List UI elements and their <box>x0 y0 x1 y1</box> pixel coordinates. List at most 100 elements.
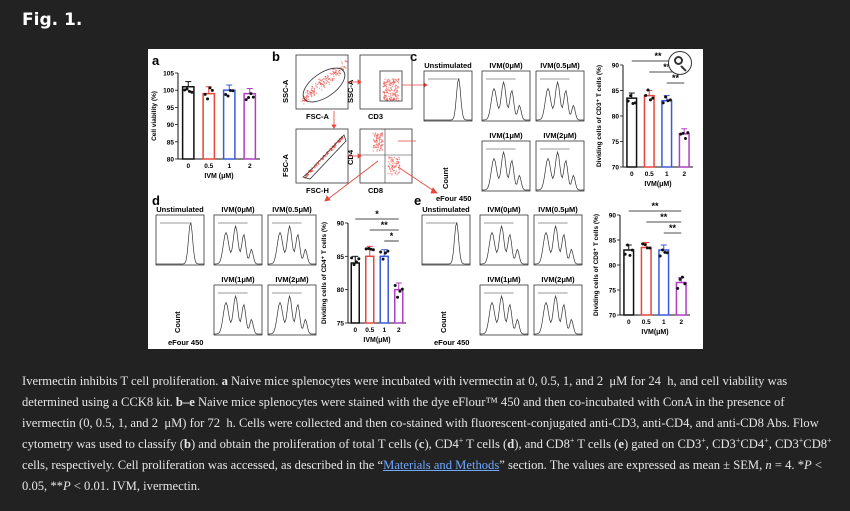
bar-a-1 <box>202 92 216 160</box>
bar-c-0 <box>626 97 638 168</box>
histo-c-ivm0: IVM(0μM) <box>481 61 531 122</box>
point-a-2-0 <box>224 93 228 97</box>
axis-ssc-a: SSC-A <box>281 79 290 103</box>
ytick-c-85: 85 <box>612 88 620 95</box>
zoom-icon[interactable] <box>668 51 692 75</box>
ytick-d-75: 75 <box>337 321 345 328</box>
flow-plot-ssc-fsc: SSC-A FSC-A <box>281 54 349 121</box>
point-c-1-1 <box>646 88 650 92</box>
point-d-0-0 <box>350 256 354 260</box>
histo-c-ivm1-label: IVM(1μM) <box>489 131 523 140</box>
histo-c-count-label: Count <box>441 167 450 189</box>
point-c-0-3 <box>633 101 637 105</box>
ytick-a-95: 95 <box>167 105 175 112</box>
ytick-e-80: 80 <box>609 263 617 270</box>
point-c-3-0 <box>679 132 683 136</box>
xlabel-a: IVM (μM) <box>204 173 233 180</box>
point-e-0-2 <box>628 253 632 257</box>
axis-ssc-a-2: SSC-A <box>346 79 355 103</box>
point-d-2-2 <box>383 251 387 255</box>
point-e-3-1 <box>678 277 682 281</box>
ytick-d-90: 90 <box>337 221 345 228</box>
point-e-0-3 <box>630 248 634 252</box>
histo-c-ivm2-label: IVM(2μM) <box>543 131 577 140</box>
ytick-d-85: 85 <box>337 254 345 261</box>
figure-image[interactable]: a b c d e SSC-A FSC-A SSC-A CD3 FSC-A FS… <box>148 49 703 349</box>
histo-e-ivm2: IVM(2μM) <box>533 275 583 336</box>
point-a-1-0 <box>203 92 207 96</box>
ytick-e-75: 75 <box>609 288 617 295</box>
ytick-a-90: 90 <box>167 122 175 129</box>
bar-e-0 <box>623 249 635 316</box>
histo-e-ivm05-label: IVM(0.5μM) <box>538 205 578 214</box>
histo-c-ivm05-label: IVM(0.5μM) <box>540 61 580 70</box>
point-a-3-0 <box>244 98 248 102</box>
ylabel-a: Cell viability (%) <box>151 91 158 141</box>
histo-e-unstimulated-label: Unstimulated <box>422 205 470 214</box>
axis-fsc-a-2: FSC-A <box>281 154 290 177</box>
figure-canvas: a b c d e SSC-A FSC-A SSC-A CD3 FSC-A FS… <box>151 49 693 347</box>
ytick-a-80: 80 <box>167 157 175 164</box>
xtick-d-3: 2 <box>397 327 401 334</box>
histo-c-ivm05: IVM(0.5μM) <box>535 61 585 122</box>
point-e-1-2 <box>645 246 649 250</box>
point-d-1-2 <box>369 247 373 251</box>
point-a-1-3 <box>210 88 214 92</box>
bar-c-1 <box>643 94 655 168</box>
point-c-2-1 <box>664 95 668 99</box>
histo-d-efour-label: eFour 450 <box>168 338 203 347</box>
histo-c-unstimulated: Unstimulated <box>423 61 473 122</box>
ytick-c-75: 75 <box>612 139 620 146</box>
histo-d-ivm05: IVM(0.5μM) <box>267 205 317 266</box>
flow-plot-cd4-cd8: CD4 CD8 <box>346 128 413 195</box>
point-c-1-3 <box>651 96 655 100</box>
xtick-d-0: 0 <box>353 327 357 334</box>
axis-fsc-a: FSC-A <box>306 112 329 121</box>
point-d-2-0 <box>379 250 383 254</box>
point-c-3-2 <box>683 136 687 140</box>
materials-methods-link[interactable]: Materials and Methods <box>383 458 500 472</box>
point-e-3-3 <box>683 282 687 286</box>
bar-e-1 <box>640 246 652 316</box>
point-d-2-1 <box>381 257 385 261</box>
xtick-e-2: 1 <box>662 319 666 326</box>
ytick-e-85: 85 <box>609 238 617 245</box>
histo-d-ivm05-label: IVM(0.5μM) <box>272 205 312 214</box>
xtick-d-1: 0.5 <box>365 327 374 334</box>
point-c-3-3 <box>686 131 690 135</box>
bar-e-2 <box>658 249 670 316</box>
point-d-1-1 <box>367 247 371 251</box>
xtick-c-3: 2 <box>682 171 686 178</box>
point-d-3-0 <box>393 283 397 287</box>
gating-arrows <box>324 79 438 202</box>
point-a-0-3 <box>190 90 194 94</box>
sig-label-d-1: ** <box>381 220 389 230</box>
point-e-3-2 <box>680 275 684 279</box>
ytick-c-70: 70 <box>612 165 620 172</box>
panel-label-c: c <box>410 49 417 64</box>
xtick-c-2: 1 <box>665 171 669 178</box>
ytick-e-70: 70 <box>609 313 617 320</box>
histo-c-unstimulated-label: Unstimulated <box>424 61 472 70</box>
histo-e-ivm05: IVM(0.5μM) <box>533 205 583 266</box>
point-a-1-1 <box>206 97 210 101</box>
point-c-0-2 <box>631 102 635 106</box>
point-e-2-1 <box>661 248 665 252</box>
flow-plot-fsc-singlets: FSC-A FSC-H <box>281 128 349 195</box>
histo-e-ivm0-label: IVM(0μM) <box>487 205 521 214</box>
bar-c-2 <box>661 99 673 168</box>
figure-caption: Ivermectin inhibits T cell proliferation… <box>22 374 832 493</box>
ylabel-e: Dividing cells of CD8⁺ T cells (%) <box>593 214 600 316</box>
axis-cd8: CD8 <box>368 186 383 195</box>
point-e-1-1 <box>643 243 647 247</box>
panel-label-b: b <box>272 49 280 64</box>
histo-e-count-label: Count <box>439 311 448 333</box>
point-c-0-1 <box>629 94 633 98</box>
ytick-c-90: 90 <box>612 63 620 70</box>
point-d-2-3 <box>386 249 390 253</box>
bar-d-0 <box>350 262 360 324</box>
ytick-a-85: 85 <box>167 139 175 146</box>
histo-d-unstimulated: Unstimulated <box>155 205 205 266</box>
